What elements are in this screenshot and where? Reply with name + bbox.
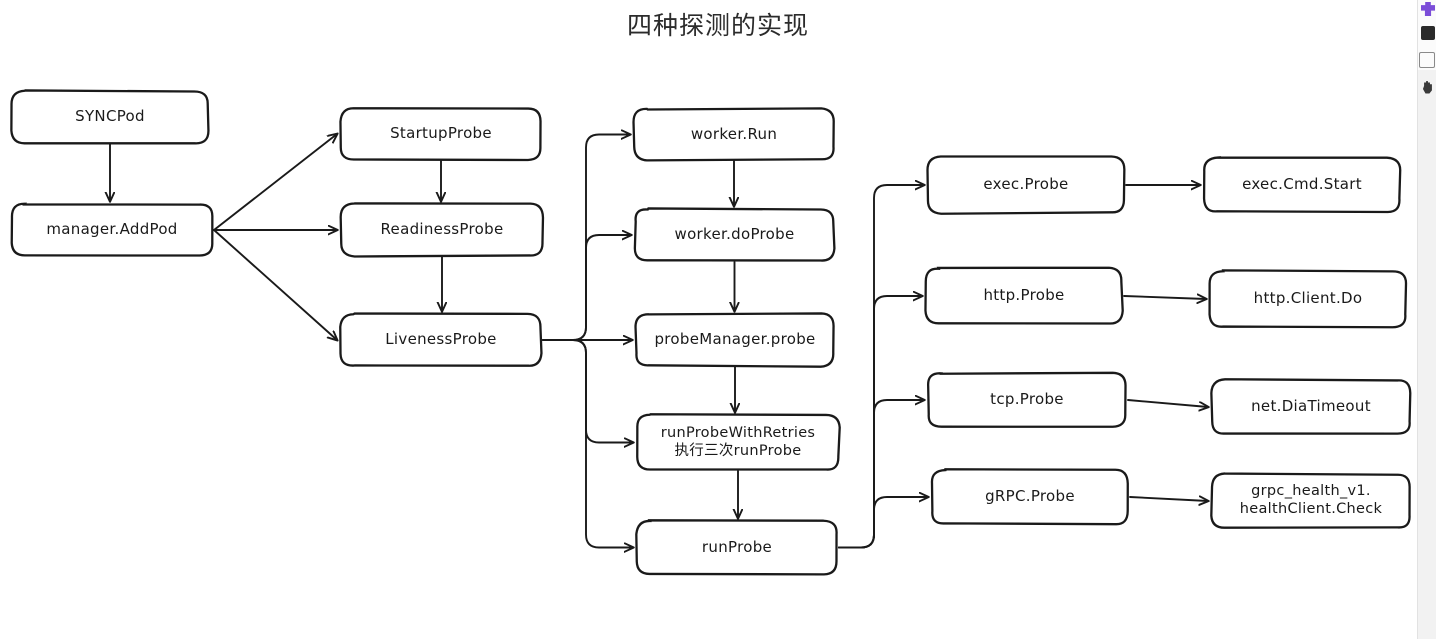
- connector-manageraddpod-to-livenessprobe: [213, 229, 337, 340]
- dark-square-icon[interactable]: [1421, 26, 1435, 40]
- connector-livenessprobe-to-runprobewithretries: [542, 339, 633, 443]
- connector-httpprobe-to-httpclientdo: [1123, 296, 1206, 299]
- node-box-startupprobe: [339, 107, 542, 162]
- node-box-manageraddpod: [10, 202, 214, 257]
- node-box-syncpod: [10, 89, 210, 145]
- node-box-runprobe: [635, 519, 838, 576]
- node-box-grpcprobe: [930, 468, 1129, 526]
- connector-livenessprobe-to-workerdoprobe: [542, 235, 631, 341]
- connector-runprobe-to-httpprobe: [838, 296, 922, 549]
- node-box-execcmdstart: [1202, 156, 1402, 214]
- puzzle-extension-icon[interactable]: [1421, 2, 1435, 16]
- node-box-tcpprobe: [927, 371, 1127, 428]
- node-box-execprobe: [926, 155, 1126, 215]
- node-box-runprobewithretries: [636, 413, 841, 471]
- connector-grpcprobe-to-grpchealth: [1129, 497, 1208, 501]
- connector-runprobe-to-tcpprobe: [838, 400, 924, 549]
- browser-edge-toolbar[interactable]: [1417, 0, 1436, 639]
- node-box-grpchealth: [1210, 472, 1411, 529]
- node-box-livenessprobe: [339, 312, 543, 367]
- node-box-workerdoprobe: [633, 207, 836, 262]
- node-box-httpprobe: [924, 266, 1124, 325]
- outline-square-icon[interactable]: [1419, 52, 1435, 68]
- page-title: 四种探测的实现: [626, 11, 809, 40]
- connector-runprobe-to-grpcprobe: [838, 497, 928, 549]
- node-box-httpclientdo: [1208, 269, 1408, 329]
- connector-manageraddpod-to-startupprobe: [213, 134, 337, 231]
- hand-cursor-icon[interactable]: [1422, 81, 1432, 94]
- connector-runprobe-to-execprobe: [838, 185, 924, 549]
- node-box-netdiatimeout: [1210, 378, 1412, 435]
- node-box-probemanager: [634, 312, 835, 368]
- node-box-workerrun: [632, 107, 835, 162]
- toolbar-strip: [1418, 70, 1436, 639]
- node-box-readinessprobe: [339, 202, 545, 258]
- connector-livenessprobe-to-runprobe: [542, 339, 633, 548]
- connector-tcpprobe-to-netdiatimeout: [1127, 399, 1208, 407]
